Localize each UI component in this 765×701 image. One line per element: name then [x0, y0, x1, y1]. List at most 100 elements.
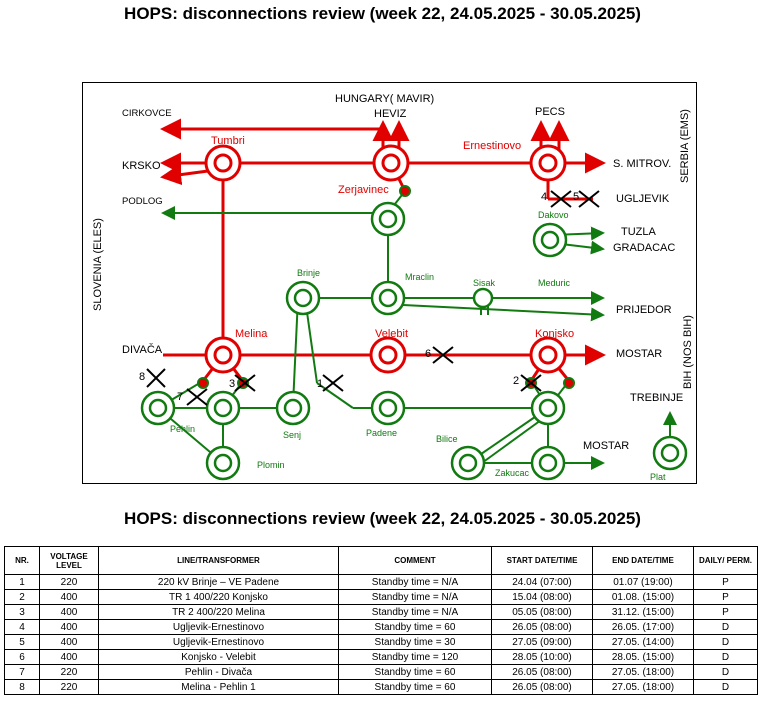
konjsko-label: Konjsko: [535, 328, 575, 340]
network-lines: [140, 118, 688, 481]
header-end: END DATE/TIME: [592, 546, 694, 575]
table-cell: 01.08. (15:00): [592, 589, 694, 605]
table-cell: D: [693, 664, 758, 680]
disconnection-marks: [146, 190, 600, 406]
header-line: LINE/TRANSFORMER: [98, 546, 339, 575]
table-cell: 5: [4, 634, 40, 650]
table-cell: Standby time = 60: [338, 679, 492, 695]
header-start: START DATE/TIME: [491, 546, 593, 575]
table-cell: 400: [39, 634, 99, 650]
marker-7: 7: [177, 391, 184, 403]
page-title: HOPS: disconnections review (week 22, 24…: [124, 4, 641, 23]
table-cell: 220: [39, 664, 99, 680]
header-nr: NR.: [4, 546, 40, 575]
pehlin-label: Pehlin: [170, 424, 196, 434]
table-cell: D: [693, 619, 758, 635]
table-cell: 400: [39, 604, 99, 620]
zakucac-label: Zakucac: [495, 468, 530, 478]
table-cell: 26.05 (08:00): [491, 619, 593, 635]
pecs-label: PECS: [535, 106, 565, 118]
table-cell: 15.04 (08:00): [491, 589, 593, 605]
prijedor-label: PRIJEDOR: [616, 304, 672, 316]
table-cell: Standby time = 30: [338, 634, 492, 650]
brinje-label: Brinje: [297, 268, 321, 278]
table-cell: 28.05. (15:00): [592, 649, 694, 665]
table-header-row: NR. VOLTAGE LEVEL LINE/TRANSFORMER COMME…: [4, 546, 758, 575]
table-cell: 05.05 (08:00): [491, 604, 593, 620]
s-mitrov-label: S. MITROV.: [613, 158, 672, 170]
table-cell: 24.04 (07:00): [491, 574, 593, 590]
table-cell: Standby time = N/A: [338, 589, 492, 605]
table-cell: D: [693, 679, 758, 695]
table-title: HOPS: disconnections review (week 22, 24…: [124, 509, 641, 528]
substations-220kv: [140, 201, 688, 481]
trebinje-label: TREBINJE: [630, 392, 684, 404]
table-cell: Standby time = N/A: [338, 604, 492, 620]
header-daily: DAILY/ PERM.: [693, 546, 758, 575]
tumbri-label: Tumbri: [211, 135, 245, 147]
table-cell: 26.05 (08:00): [491, 664, 593, 680]
plat-label: Plat: [650, 472, 666, 482]
table-cell: Ugljevik-Ernestinovo: [98, 619, 339, 635]
table-cell: 2: [4, 589, 40, 605]
ernestinovo-label: Ernestinovo: [463, 140, 522, 152]
cirkovce-label: CIRKOVCE: [122, 108, 172, 119]
table-cell: 28.05 (10:00): [491, 649, 593, 665]
table-cell: 27.05. (18:00): [592, 664, 694, 680]
table-cell: D: [693, 634, 758, 650]
table-cell: 01.07 (19:00): [592, 574, 694, 590]
velebit-label: Velebit: [375, 328, 409, 340]
table-cell: P: [693, 574, 758, 590]
marker-3: 3: [229, 378, 236, 390]
tuzla-label: TUZLA: [621, 226, 656, 238]
header-voltage: VOLTAGE LEVEL: [39, 546, 99, 575]
padene-label: Padene: [366, 428, 398, 438]
table-cell: D: [693, 649, 758, 665]
senj-label: Senj: [283, 430, 302, 440]
table-cell: 27.05. (18:00): [592, 679, 694, 695]
marker-2: 2: [513, 375, 520, 387]
table-cell: P: [693, 604, 758, 620]
heviz-label: HEVIZ: [374, 108, 407, 120]
marker-6: 6: [425, 348, 432, 360]
serbia-label: SERBIA (EMS): [679, 109, 691, 183]
table-cell: 400: [39, 589, 99, 605]
table-cell: 220: [39, 679, 99, 695]
dakovo-label: Dakovo: [538, 210, 569, 220]
marker-1: 1: [317, 378, 324, 390]
table-cell: Standby time = N/A: [338, 574, 492, 590]
disconnections-table: NR. VOLTAGE LEVEL LINE/TRANSFORMER COMME…: [4, 546, 758, 695]
hungary-label: HUNGARY( MAVIR): [335, 93, 435, 105]
table-cell: Ugljevik-Ernestinovo: [98, 634, 339, 650]
table-cell: 31.12. (15:00): [592, 604, 694, 620]
mostar-label-2: MOSTAR: [583, 440, 630, 452]
plomin-label: Plomin: [257, 460, 285, 470]
table-cell: 27.05 (09:00): [491, 634, 593, 650]
table-cell: 400: [39, 649, 99, 665]
mraclin-label: Mraclin: [405, 272, 435, 282]
krsko-label: KRSKO: [122, 160, 161, 172]
table-cell: 27.05. (14:00): [592, 634, 694, 650]
bilice-label: Bilice: [436, 434, 458, 444]
table-cell: 26.05 (08:00): [491, 679, 593, 695]
table-cell: 8: [4, 679, 40, 695]
table-cell: TR 2 400/220 Melina: [98, 604, 339, 620]
table-cell: 400: [39, 619, 99, 635]
table-cell: TR 1 400/220 Konjsko: [98, 589, 339, 605]
table-cell: 26.05. (17:00): [592, 619, 694, 635]
table-cell: Standby time = 120: [338, 649, 492, 665]
sisak-label: Sisak: [473, 278, 496, 288]
table-cell: Konjsko - Velebit: [98, 649, 339, 665]
meduric-label: Meduric: [538, 278, 571, 288]
podlog-label: PODLOG: [122, 196, 163, 207]
bih-label: BIH (NOS BIH): [682, 315, 694, 389]
table-cell: 7: [4, 664, 40, 680]
table-cell: Pehlin - Divača: [98, 664, 339, 680]
